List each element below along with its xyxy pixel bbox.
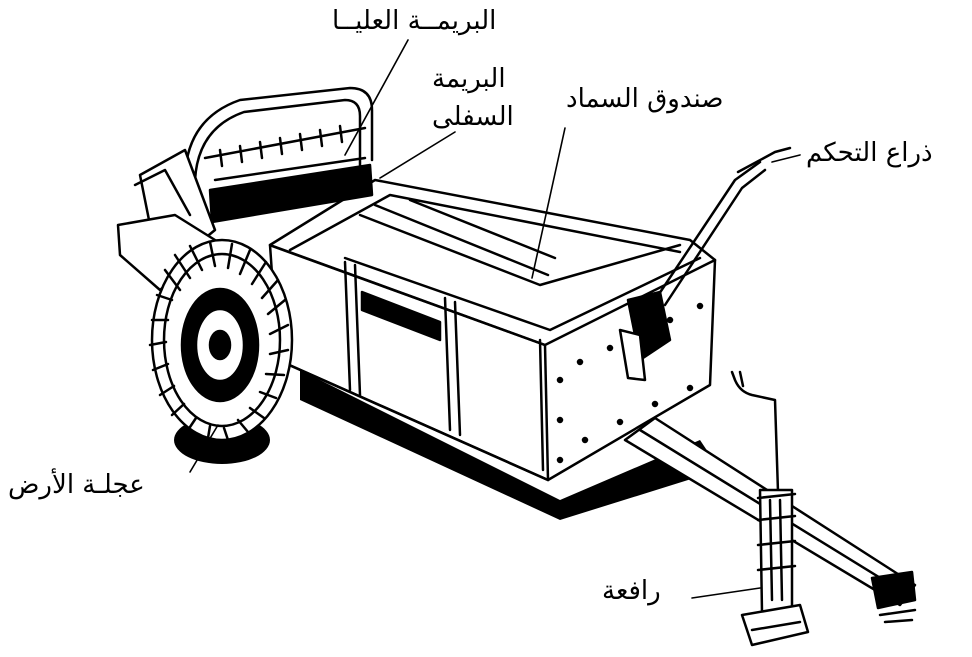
label-upper-beater: البريمــة العليــا — [332, 6, 497, 36]
jack-drawing — [730, 370, 810, 647]
label-lower-beater-line1: البريمة — [432, 64, 506, 94]
leader-upper-beater — [344, 39, 409, 156]
ground-shadow — [300, 370, 720, 520]
leader-manure-box — [531, 127, 566, 279]
label-manure-box: صندوق السماد — [566, 84, 724, 114]
leader-lower-beater — [379, 131, 456, 179]
beater-hood — [116, 86, 374, 292]
brand-plate — [360, 290, 442, 342]
label-control-lever: ذراع التحكم — [806, 138, 933, 168]
control-lever-drawing — [618, 146, 792, 382]
ground-wheel-drawing — [148, 238, 294, 442]
label-jack: رافعة — [602, 576, 661, 606]
leader-lines — [189, 39, 801, 599]
leader-ground-wheel — [189, 424, 219, 473]
leader-control-lever — [771, 154, 801, 163]
leader-jack — [691, 587, 761, 599]
label-lower-beater-line2: السفلى — [432, 102, 514, 132]
label-ground-wheel: عجلـة الأرض — [8, 470, 145, 500]
